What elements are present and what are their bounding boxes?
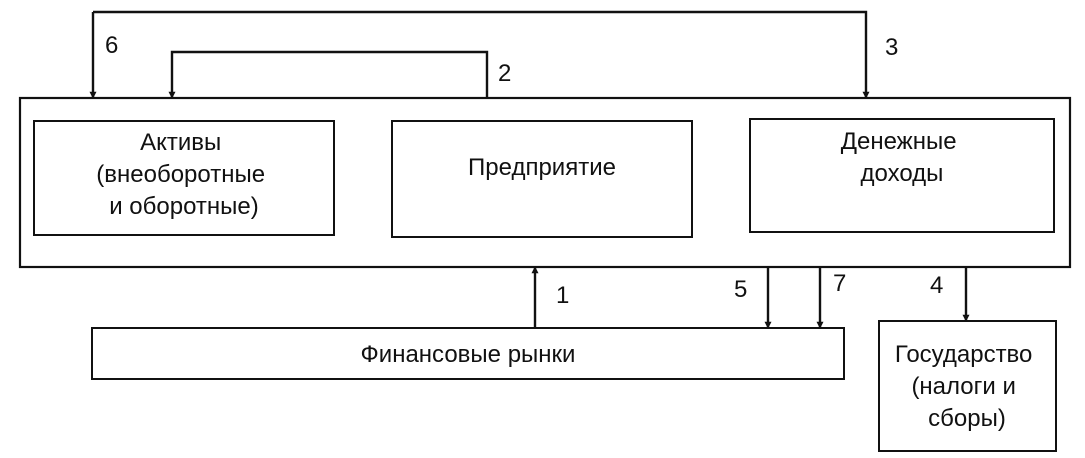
flow-2-arrow	[168, 50, 489, 99]
financial-markets-box: Финансовые рынки	[91, 327, 845, 380]
enterprise-line-1: Предприятие	[468, 154, 616, 181]
state-line-3: сборы)	[928, 405, 1006, 432]
svg-text:Финансовые рынки: Финансовые рынки	[361, 341, 576, 368]
assets-box: Активы (внеоборотные и оборотные)	[33, 120, 335, 236]
income-line-1: Денежные	[841, 128, 957, 155]
income-box: Денежные доходы	[749, 118, 1055, 233]
assets-line-1: Активы	[140, 129, 221, 156]
svg-text:Активы (внеоборотные: Активы (внеоборотные и оборотные)	[96, 129, 271, 220]
state-line-2: (налоги и	[911, 373, 1015, 400]
flow-2-label: 2	[498, 60, 511, 87]
state-box: Государство (налоги и сборы)	[878, 320, 1057, 452]
svg-text:Денежные доходы: Денежные доходы	[841, 128, 964, 187]
markets-line-1: Финансовые рынки	[361, 341, 576, 368]
flow-1-label: 1	[556, 282, 569, 309]
enterprise-box: Предприятие	[391, 120, 693, 238]
assets-line-2: (внеоборотные	[96, 161, 265, 188]
state-line-1: Государство	[895, 341, 1032, 368]
svg-text:Государство (налоги и: Государство (налоги и сборы)	[895, 341, 1039, 432]
flow-4-label: 4	[930, 272, 943, 299]
assets-line-3: и оборотные)	[109, 193, 259, 220]
flow-3-arrow	[93, 10, 870, 99]
flow-3-label: 3	[885, 34, 898, 61]
flow-6-label: 6	[105, 32, 118, 59]
flow-5-label: 5	[734, 276, 747, 303]
flow-7-label: 7	[833, 270, 846, 297]
svg-text:Предприятие: Предприятие	[468, 154, 616, 181]
income-line-2: доходы	[861, 160, 944, 187]
